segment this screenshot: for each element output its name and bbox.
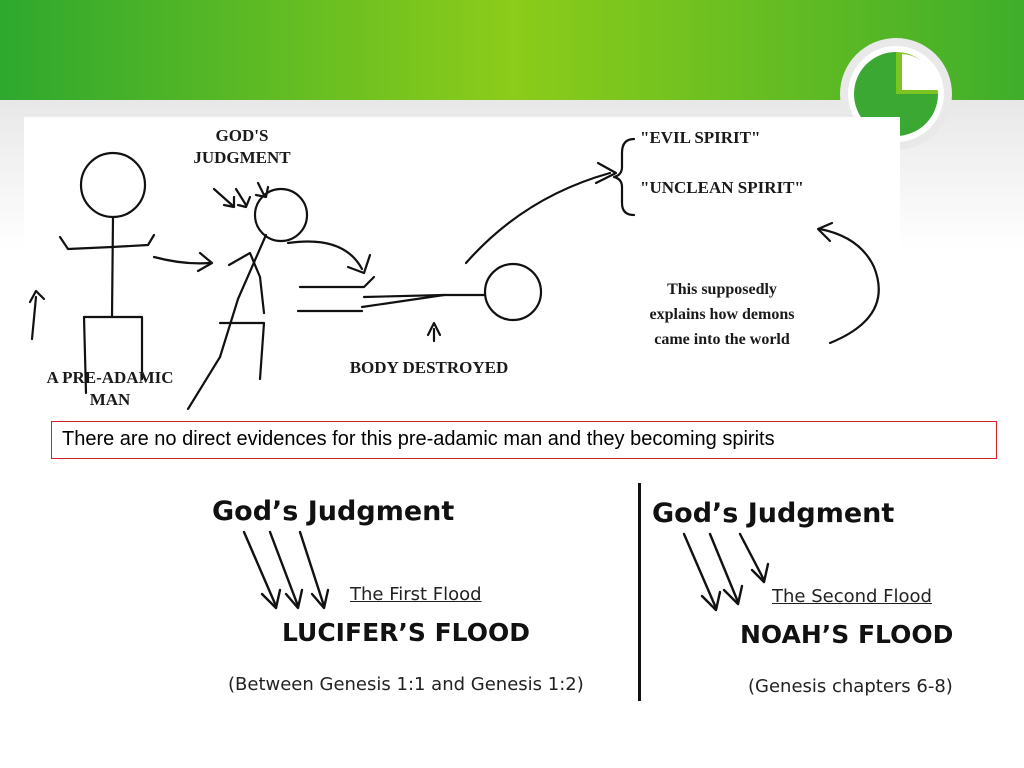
left-flood-title: LUCIFER’S FLOOD: [282, 618, 530, 647]
explanation-note: This supposedly explains how demons came…: [612, 277, 832, 352]
pre-adamic-line2: MAN: [89, 390, 131, 409]
vertical-divider: [638, 483, 641, 701]
caption-box: There are no direct evidences for this p…: [51, 421, 997, 459]
unclean-spirit-label: "UNCLEAN SPIRIT": [640, 178, 804, 197]
arrow-curve-back: [818, 227, 880, 345]
body-destroyed-label: BODY DESTROYED: [349, 358, 509, 377]
body-destroyed-figure: [296, 262, 543, 322]
explain-line3: came into the world: [654, 331, 790, 348]
gods-judgment-line2: JUDGMENT: [193, 148, 291, 167]
right-judgment-arrows: [682, 532, 770, 612]
right-subtitle: The Second Flood: [772, 586, 932, 607]
floods-panel: [190, 478, 1000, 708]
stick-man-falling: [186, 187, 309, 411]
left-judgment-arrows: [242, 530, 330, 610]
arrow-to-body: [286, 240, 364, 271]
stick-man-standing: [58, 151, 156, 395]
right-reference: (Genesis chapters 6-8): [748, 676, 953, 697]
pre-adamic-line1: A PRE-ADAMIC: [46, 368, 174, 387]
pre-adamic-label: A PRE-ADAMIC MAN: [20, 367, 200, 411]
arrow-to-spirits: [464, 171, 612, 265]
left-subtitle: The First Flood: [350, 584, 482, 605]
gods-judgment-line1: GOD'S: [215, 126, 269, 145]
arrow-up-left: [30, 295, 38, 341]
sketch-panel: GOD'S JUDGMENT A PRE-ADAMIC MAN BODY DES…: [24, 117, 900, 413]
right-flood-title: NOAH’S FLOOD: [740, 620, 954, 649]
pre-adamic-sketch: [28, 137, 880, 411]
judgment-arrows: [212, 181, 266, 207]
arrow-to-falling-man: [152, 255, 212, 265]
explain-line1: This supposedly: [667, 281, 777, 298]
left-reference: (Between Genesis 1:1 and Genesis 1:2): [228, 674, 584, 695]
gods-judgment-label: GOD'S JUDGMENT: [152, 125, 332, 169]
right-heading: God’s Judgment: [652, 498, 895, 529]
explain-line2: explains how demons: [649, 306, 795, 323]
brace: [612, 137, 636, 217]
evil-spirit-label: "EVIL SPIRIT": [640, 128, 761, 147]
left-heading: God’s Judgment: [212, 496, 455, 527]
